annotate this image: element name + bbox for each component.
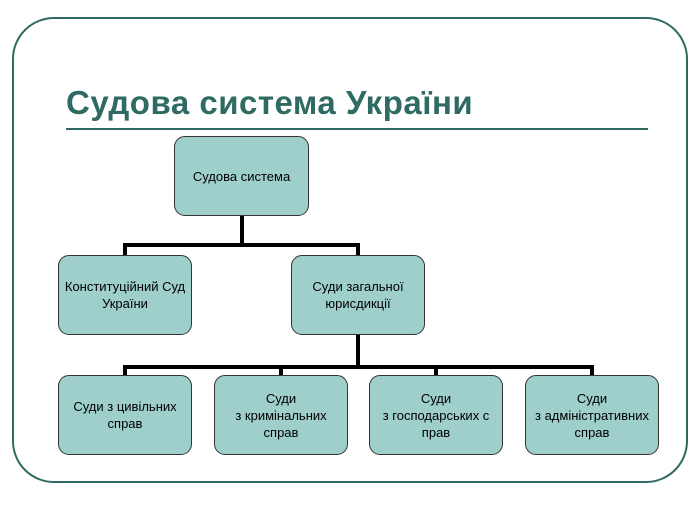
slide-title: Судова система України: [66, 84, 474, 121]
node-general-jurisdiction-courts: Суди загальної юрисдикції: [291, 255, 425, 335]
node-constitutional-court: Конституційний Суд України: [58, 255, 192, 335]
node-criminal-courts: Суди з кримінальних справ: [214, 375, 348, 455]
node-administrative-courts: Суди з адміністративних справ: [525, 375, 659, 455]
node-commercial-courts: Суди з господарських с прав: [369, 375, 503, 455]
node-judicial-system: Судова система: [174, 136, 309, 216]
node-civil-courts: Суди з цивільних справ: [58, 375, 192, 455]
title-divider: [66, 128, 648, 130]
